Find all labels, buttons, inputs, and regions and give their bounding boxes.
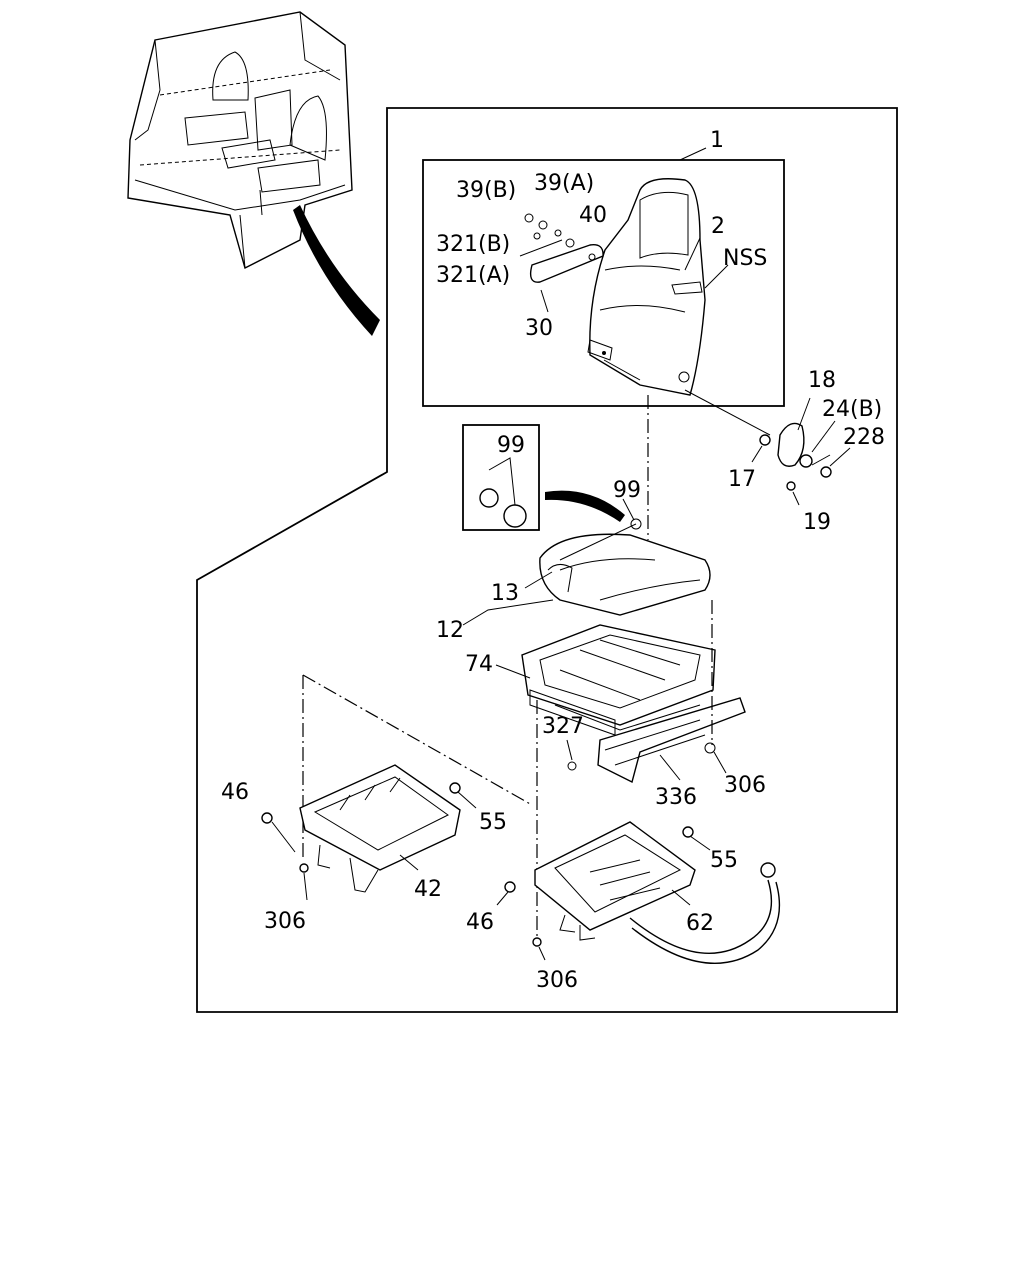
callout-99-inset: 99 [497,433,525,458]
callout-327: 327 [542,714,584,739]
callout-40: 40 [579,203,607,228]
callout-24b: 24(B) [822,397,882,422]
callout-321b: 321(B) [436,232,510,257]
recliner-handle-parts [759,422,832,491]
seat-back-subassembly-box [422,159,785,407]
callout-12: 12 [436,618,464,643]
seat-frame-rails [521,624,716,736]
callout-306-right: 306 [724,773,766,798]
callout-nss: NSS [723,246,767,271]
callout-17: 17 [728,467,756,492]
riser-cover [567,697,746,784]
callout-62: 62 [686,911,714,936]
callout-1: 1 [710,128,724,153]
callout-labels: 1 2 NSS 39(B) 39(A) 40 321(B) 321(A) 30 … [221,128,885,993]
callout-99: 99 [613,478,641,503]
callout-74: 74 [465,652,493,677]
callout-321a: 321(A) [436,263,510,288]
callout-55-left: 55 [479,810,507,835]
callout-13: 13 [491,581,519,606]
callout-2: 2 [711,214,725,239]
callout-39a: 39(A) [534,171,594,196]
part-99-inset [462,424,625,531]
callout-306-bottom: 306 [536,968,578,993]
callout-306-left: 306 [264,909,306,934]
callout-46-right: 46 [466,910,494,935]
main-assembly-outline [196,107,898,1013]
callout-42: 42 [414,877,442,902]
callout-336: 336 [655,785,697,810]
callout-228: 228 [843,425,885,450]
callout-46-left: 46 [221,780,249,805]
seat-back [587,178,771,540]
leader-lines [303,237,851,961]
callout-19: 19 [803,510,831,535]
seat-cushion [539,518,711,616]
armrest [524,213,604,283]
guide-lines [302,600,713,940]
callout-39b: 39(B) [456,178,516,203]
cab-overview-illustration [127,11,380,336]
seat-base-right [504,821,781,965]
callout-55-right: 55 [710,848,738,873]
callout-18: 18 [808,368,836,393]
callout-30: 30 [525,316,553,341]
seat-base-bracket [261,764,461,893]
